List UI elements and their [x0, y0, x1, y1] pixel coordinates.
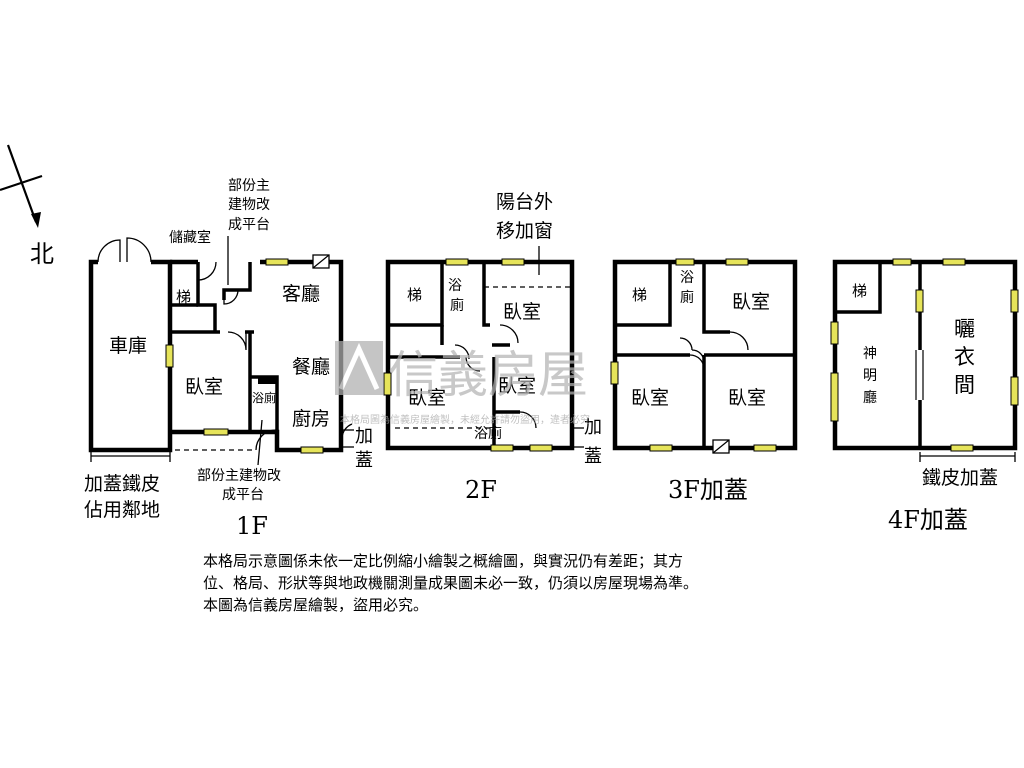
note-1f-top-line3: 成平台 [228, 217, 270, 233]
floor-label-1f: 1F [236, 512, 268, 540]
note-neighbor-line1: 加蓋鐵皮 [84, 473, 160, 495]
room-stairs-4f: 梯 [852, 282, 867, 300]
room-bedroom-3f-a: 臥室 [732, 291, 770, 313]
room-bath-3f-1: 浴 [680, 270, 694, 286]
note-2f-balcony-2: 移加窗 [496, 220, 553, 242]
floor-4f [830, 258, 1019, 462]
north-arrow-icon [0, 144, 43, 228]
floor-1f [88, 236, 354, 466]
room-stairs-3f: 梯 [632, 286, 647, 304]
note-2f-addon-2: 蓋 [584, 446, 602, 467]
room-bedroom-2f-c: 臥室 [498, 375, 536, 397]
room-stairs-2f: 梯 [407, 286, 422, 304]
floor-label-4f: 4F加蓋 [888, 506, 968, 534]
room-bath-2f-a2: 廁 [450, 297, 464, 314]
room-laundry-3: 間 [954, 373, 975, 397]
room-laundry-2: 衣 [954, 345, 975, 369]
brand-watermark-name: 信義房屋 [388, 346, 588, 404]
room-bedroom-3f-c: 臥室 [728, 387, 766, 409]
disclaimer-line2: 位、格局、形狀等與地政機關測量成果圖未必一致，仍須以房屋現場為準。 [203, 574, 698, 592]
room-shrine-2: 明 [863, 368, 877, 384]
room-dining: 餐廳 [292, 356, 330, 378]
room-bedroom-2f-a: 臥室 [503, 301, 541, 323]
floor-label-2f: 2F [465, 476, 497, 504]
room-bath-2f-a1: 浴 [448, 278, 462, 294]
room-living: 客廳 [282, 283, 320, 305]
floor-2f [383, 246, 584, 452]
brand-watermark: 信義房屋 本格局圖為信義房屋繪製，未經允許請勿盜用，違者必究 [335, 341, 590, 426]
disclaimer-line1: 本格局示意圖係未依一定比例縮小繪製之概繪圖，與實況仍有差距；其方 [203, 552, 683, 570]
room-bedroom-1f: 臥室 [185, 376, 223, 398]
note-4f-iron: 鐵皮加蓋 [922, 467, 998, 489]
room-kitchen: 廚房 [292, 407, 330, 430]
room-bedroom-3f-b: 臥室 [631, 387, 669, 409]
room-garage: 車庫 [109, 335, 147, 357]
note-neighbor-line2: 佔用鄰地 [84, 499, 160, 521]
brand-watermark-copyright: 本格局圖為信義房屋繪製，未經允許請勿盜用，違者必究 [340, 413, 590, 426]
note-2f-addon-1: 加 [584, 417, 602, 438]
note-1f-addon-2: 蓋 [355, 450, 373, 471]
north-label: 北 [30, 240, 54, 268]
note-2f-balcony-1: 陽台外 [496, 191, 553, 213]
room-laundry-1: 曬 [954, 317, 975, 341]
room-bedroom-2f-b: 臥室 [408, 387, 446, 409]
floor-3f [610, 258, 798, 454]
room-shrine-1: 神 [863, 346, 877, 362]
room-bath-1f: 浴廁 [252, 390, 276, 405]
floor-label-3f: 3F加蓋 [668, 476, 748, 504]
note-1f-bottom-line1: 部份主建物改 [197, 468, 281, 484]
room-bath-3f-2: 廁 [680, 289, 694, 306]
room-storage: 儲藏室 [169, 229, 211, 246]
room-bath-2f-b: 浴廁 [474, 425, 502, 442]
room-shrine-3: 廳 [863, 389, 877, 406]
disclaimer-line3: 本圖為信義房屋繪製，盜用必究。 [203, 596, 428, 614]
note-1f-top-line2: 建物改 [228, 197, 270, 213]
note-1f-addon-1: 加 [355, 426, 373, 447]
room-stairs-1f: 梯 [176, 288, 191, 306]
note-1f-bottom-line2: 成平台 [222, 487, 264, 503]
note-1f-top-line1: 部份主 [228, 178, 270, 194]
